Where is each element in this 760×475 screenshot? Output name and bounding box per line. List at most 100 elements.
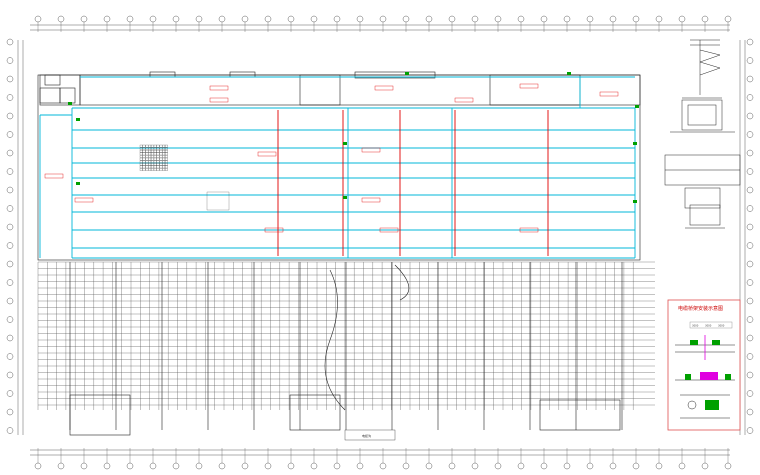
- equipment-cell: [153, 168, 157, 171]
- legend-title: 电缆桥架安装示意图: [678, 305, 723, 312]
- equipment-cell: [148, 147, 152, 150]
- axis-bubble: [563, 462, 571, 470]
- axis-bubble: [6, 149, 14, 157]
- axis-bubble: [746, 242, 754, 249]
- axis-bubble: [655, 15, 663, 23]
- axis-bubble: [724, 15, 732, 23]
- axis-bubble: [6, 94, 14, 101]
- green-marker: [343, 196, 347, 199]
- axis-bubble: [746, 186, 754, 194]
- axis-bubble: [746, 205, 754, 212]
- equipment-cell: [159, 144, 163, 148]
- red-label-box: [374, 85, 394, 91]
- axis-bubble: [103, 462, 111, 470]
- equipment-cell: [159, 160, 163, 163]
- axis-bubble: [264, 462, 272, 470]
- equipment-cell: [148, 155, 152, 158]
- equipment-cell: [165, 147, 168, 150]
- axis-bubble: [6, 131, 14, 138]
- axis-bubble: [746, 112, 754, 120]
- equipment-cell: [162, 144, 166, 148]
- axis-bubble: [425, 15, 433, 23]
- equipment-cell: [142, 165, 146, 169]
- equipment-cell: [162, 157, 166, 161]
- axis-bubble: [746, 427, 754, 434]
- axis-bubble: [195, 15, 203, 23]
- equipment-cell: [162, 152, 166, 156]
- axis-bubble: [746, 353, 754, 360]
- lower-room: [69, 394, 131, 436]
- equipment-cell: [139, 157, 143, 161]
- equipment-cell: [159, 163, 163, 166]
- green-marker: [343, 142, 347, 145]
- equipment-cell: [156, 152, 160, 156]
- axis-bubble: [287, 15, 295, 23]
- axis-bubble: [586, 462, 594, 470]
- axis-bubble: [379, 462, 387, 470]
- red-label-box: [361, 197, 381, 203]
- axis-bubble: [655, 462, 663, 470]
- curved-line: [394, 264, 410, 301]
- red-label-box: [209, 85, 229, 91]
- axis-bubble: [6, 57, 14, 64]
- axis-bubble: [310, 15, 318, 23]
- equipment-cell: [153, 152, 157, 156]
- equipment-cell: [165, 168, 168, 171]
- axis-bubble: [57, 15, 65, 23]
- equipment-cell: [145, 144, 149, 148]
- equipment-cell: [142, 144, 146, 148]
- equipment-cell: [151, 152, 154, 156]
- equipment-cell: [151, 157, 154, 161]
- equipment-cell: [162, 147, 166, 150]
- equipment-cell: [156, 150, 160, 153]
- equipment-cell: [139, 144, 143, 148]
- axis-bubble: [471, 15, 479, 23]
- red-label-box: [519, 83, 539, 89]
- equipment-cell: [142, 147, 146, 150]
- green-marker: [405, 72, 409, 75]
- axis-bubble: [6, 75, 14, 83]
- axis-bubble: [746, 260, 754, 268]
- axis-bubble: [126, 462, 134, 470]
- axis-bubble: [241, 462, 249, 470]
- red-label-box: [599, 91, 619, 97]
- equipment-cell: [156, 144, 160, 148]
- equipment-cell: [145, 150, 149, 153]
- left-axis-bubbles: [6, 38, 14, 434]
- equipment-cell: [153, 155, 157, 158]
- axis-bubble: [402, 15, 410, 23]
- cable-riser-lines: [277, 110, 549, 256]
- axis-bubble: [746, 334, 754, 342]
- axis-bubble: [6, 334, 14, 342]
- equipment-cell: [139, 163, 143, 166]
- equipment-cell: [153, 147, 157, 150]
- axis-bubble: [746, 316, 754, 323]
- equipment-cell: [153, 160, 157, 163]
- equipment-cell: [165, 163, 168, 166]
- axis-bubble: [80, 15, 88, 23]
- equipment-cell: [139, 147, 143, 150]
- axis-bubble: [149, 462, 157, 470]
- equipment-cell: [148, 157, 152, 161]
- axis-bubble: [746, 390, 754, 397]
- axis-bubble: [379, 15, 387, 23]
- equipment-cell: [156, 157, 160, 161]
- axis-bubble: [287, 462, 295, 470]
- equipment-cell: [159, 165, 163, 169]
- axis-bubble: [6, 38, 14, 46]
- equipment-cell: [165, 152, 168, 156]
- equipment-cell: [148, 150, 152, 153]
- axis-bubble: [6, 205, 14, 212]
- equipment-cell: [145, 155, 149, 158]
- equipment-cell: [148, 160, 152, 163]
- equipment-cell: [162, 155, 166, 158]
- legend-dim-1: 3000: [692, 324, 699, 328]
- axis-bubble: [701, 462, 709, 470]
- equipment-cell: [153, 144, 157, 148]
- top-axis-bubbles: [34, 15, 732, 32]
- equipment-cell: [162, 165, 166, 169]
- equipment-cell: [151, 165, 154, 169]
- axis-bubble: [494, 462, 502, 470]
- equipment-cell: [148, 152, 152, 156]
- axis-bubble: [6, 297, 14, 305]
